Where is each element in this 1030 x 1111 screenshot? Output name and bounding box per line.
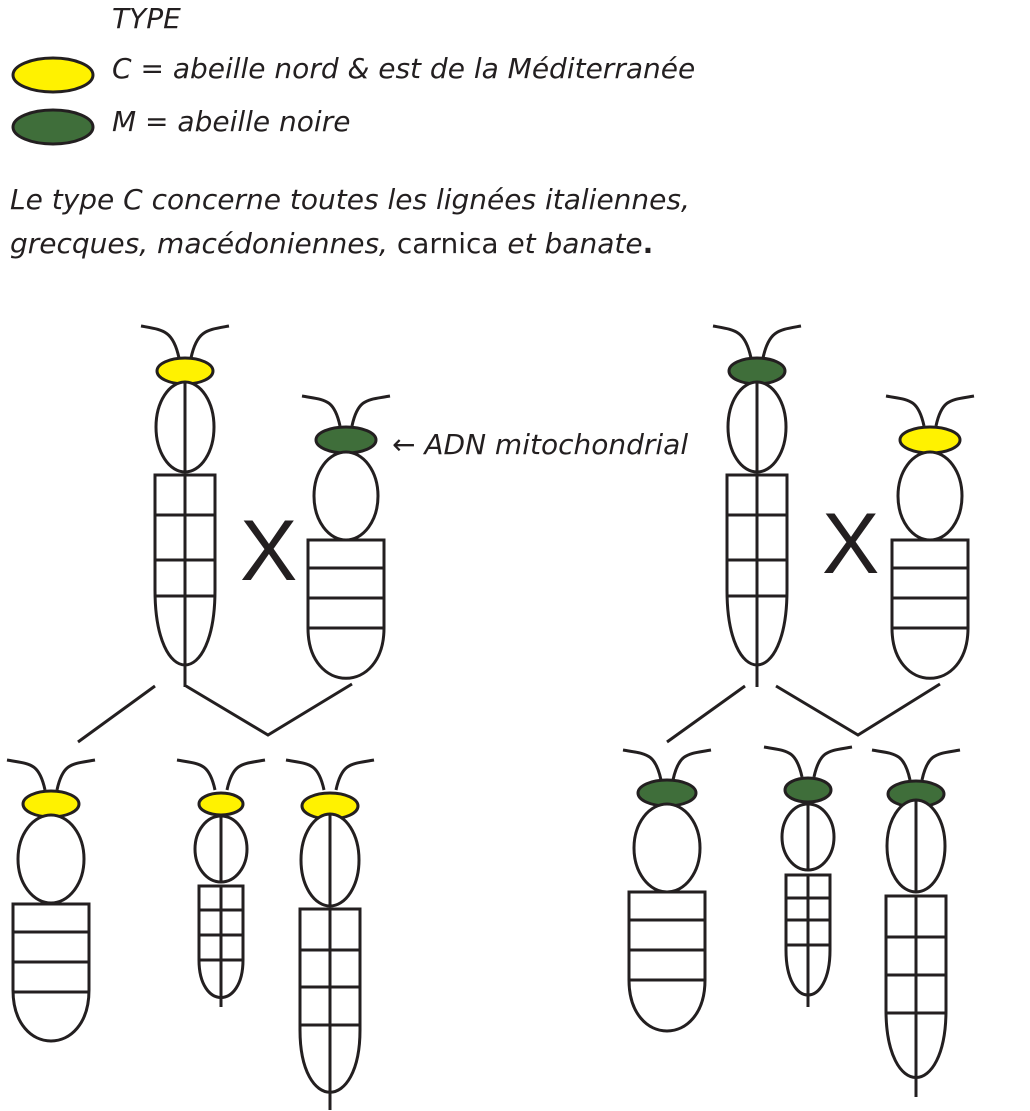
right-offspring-queen <box>871 748 961 1097</box>
abdomen <box>627 890 707 1033</box>
head-mito-marker <box>155 356 215 386</box>
left-offspring-worker <box>176 758 266 1007</box>
left-drone <box>301 394 391 680</box>
head-mito-marker <box>727 356 787 386</box>
left-offspring-drone <box>6 758 96 1043</box>
left-queen <box>140 324 230 687</box>
lineage-line-right-v <box>775 682 941 737</box>
mito-annotation: ← ADN mitochondrial <box>392 428 688 461</box>
legend-label-m: M = abeille noire <box>112 105 351 138</box>
lineage-lines <box>77 682 941 744</box>
antenna-left <box>140 324 181 359</box>
lineage-line-left-v <box>185 682 353 737</box>
head-mito-marker <box>197 791 245 817</box>
antenna-right <box>189 324 230 359</box>
head-mito-marker <box>314 425 378 455</box>
legend-title: TYPE <box>112 2 181 35</box>
antenna-right <box>934 394 975 427</box>
note-line-1: Le type C concerne toutes les lignées it… <box>10 183 690 216</box>
note-line-2-part-3: et banate <box>507 227 643 260</box>
antenna-left <box>763 745 804 778</box>
legend-swatch-c <box>11 56 95 94</box>
lineage-line-right <box>666 684 746 744</box>
right-offspring-worker <box>763 745 853 1007</box>
antenna-right <box>920 748 961 781</box>
antenna-right <box>55 758 96 791</box>
antenna-left <box>712 324 753 359</box>
abdomen <box>11 902 91 1043</box>
bees-layer <box>6 324 975 1110</box>
antenna-left <box>285 758 326 791</box>
antenna-right <box>671 748 712 781</box>
thorax <box>312 450 380 542</box>
thorax <box>632 802 702 894</box>
antenna-left <box>301 394 342 427</box>
note-line-2-period: . <box>642 227 654 260</box>
note-line-2-part-1: grecques, macédoniennes, <box>10 227 388 260</box>
antenna-left <box>176 758 217 791</box>
antenna-left <box>885 394 926 427</box>
antenna-right <box>225 758 266 791</box>
antenna-right <box>334 758 375 791</box>
abdomen <box>306 538 386 680</box>
abdomen <box>890 538 970 680</box>
right-queen <box>712 324 802 687</box>
antenna-left <box>6 758 47 791</box>
legend-swatch-m <box>11 108 95 146</box>
antenna-right <box>761 324 802 359</box>
left-offspring-queen <box>285 758 375 1110</box>
head-mito-marker <box>636 778 698 808</box>
antenna-right <box>350 394 391 427</box>
antenna-left <box>871 748 912 781</box>
cross-symbol-right: X <box>822 496 879 592</box>
lineage-line-left <box>77 684 156 744</box>
right-offspring-drone <box>622 748 712 1033</box>
note-line-2: grecques, macédoniennes, carnica et bana… <box>10 227 653 260</box>
head-mito-marker <box>898 425 962 455</box>
legend-label-c: C = abeille nord & est de la Méditerrané… <box>112 52 696 85</box>
right-drone <box>885 394 975 680</box>
antenna-left <box>622 748 663 781</box>
head-mito-marker <box>783 776 833 804</box>
head-mito-marker <box>21 789 81 819</box>
cross-symbol-left: X <box>240 503 297 599</box>
note-line-2-carnica: carnica <box>387 227 508 260</box>
antenna-right <box>812 745 853 778</box>
thorax <box>896 450 964 542</box>
thorax <box>16 813 86 905</box>
